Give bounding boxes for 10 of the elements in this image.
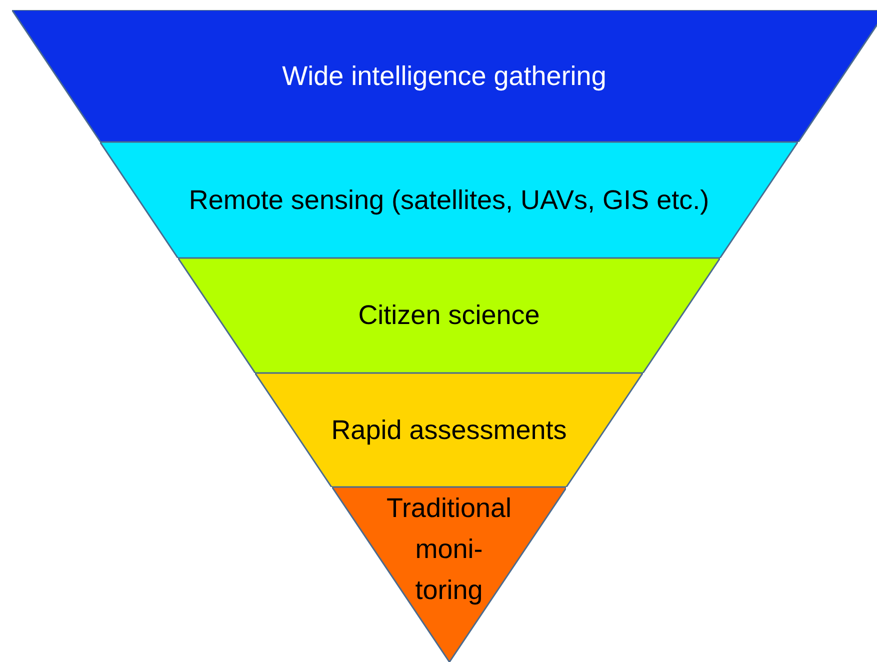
band-label: Remote sensing (satellites, UAVs, GIS etc.) [188, 184, 710, 217]
pyramid-band [255, 373, 643, 487]
pyramid-band [12, 10, 877, 142]
band-label: Wide intelligence gathering [282, 60, 606, 93]
band-label: Rapid assessments [331, 414, 567, 447]
pyramid-band [100, 142, 798, 258]
band-label: Traditional moni- toring [385, 492, 513, 607]
pyramid-band [178, 258, 720, 373]
pyramid-band [332, 487, 566, 662]
band-label: Citizen science [358, 299, 540, 332]
